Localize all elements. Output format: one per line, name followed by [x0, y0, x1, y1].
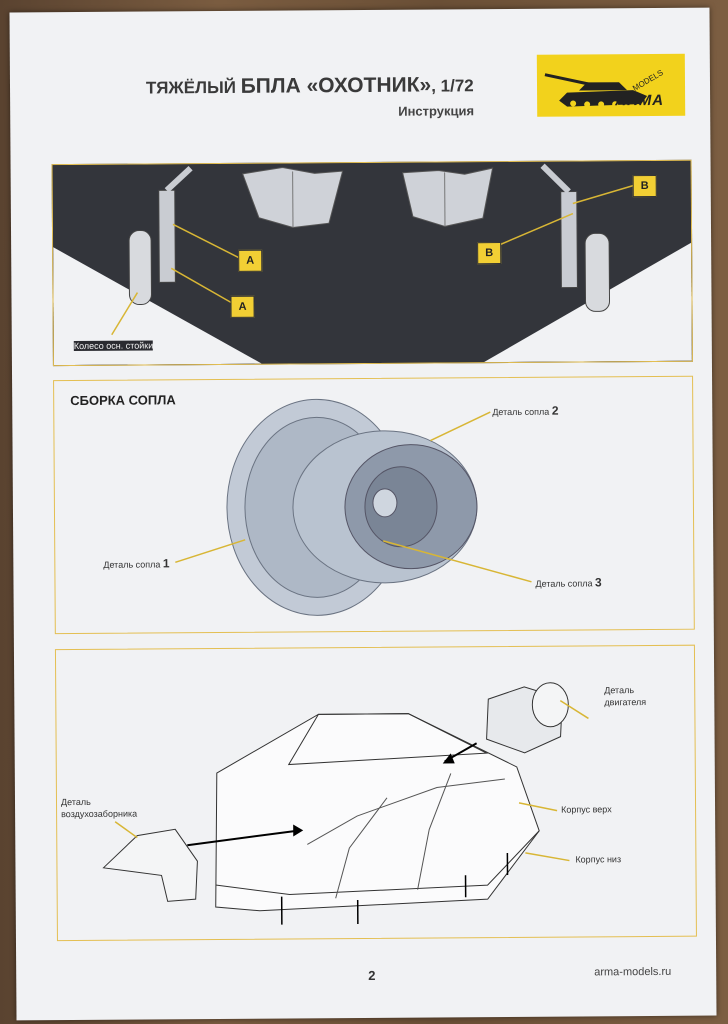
- lower-body-label: Корпус низ: [575, 854, 622, 865]
- logo-brand-text: ARMA: [615, 91, 665, 110]
- wheel-label: Колесо осн. стойки: [73, 340, 154, 352]
- page-number: 2: [368, 967, 376, 983]
- tank-icon: [544, 73, 648, 108]
- nozzle-assembly-panel: СБОРКА СОПЛА Деталь сопла 1 Деталь сопла…: [53, 375, 695, 635]
- page-title: ТЯЖЁЛЫЙ БПЛА «ОХОТНИК», 1/72: [146, 73, 474, 99]
- nozzle-part-3-text: Деталь сопла: [535, 578, 593, 589]
- arma-logo: MODELS ARMA: [536, 53, 686, 117]
- engine-label-line-1: Деталь: [604, 685, 635, 696]
- fuselage-illustration: [102, 682, 589, 925]
- nozzle-part-3-label: Деталь сопла 3: [535, 575, 601, 589]
- nozzle-part-3-number: 3: [594, 575, 602, 590]
- title-model: БПЛА «ОХОТНИК»: [240, 73, 432, 98]
- callout-tag-b-lower: B: [477, 242, 502, 265]
- landing-gear-illustration: [52, 160, 692, 366]
- website-url: arma-models.ru: [594, 965, 672, 979]
- nozzle-part-1-text: Деталь сопла: [103, 559, 161, 570]
- page-subtitle: Инструкция: [398, 103, 475, 119]
- nozzle-part-2-number: 2: [551, 403, 559, 418]
- nozzle-part-1-label: Деталь сопла 1: [103, 556, 169, 570]
- fuselage-assembly-panel: Деталь двигателя Деталь воздухозаборника…: [54, 644, 697, 942]
- callout-tag-a-lower: A: [230, 295, 255, 318]
- engine-label-line-2: двигателя: [604, 697, 647, 708]
- nozzle-part-1-number: 1: [162, 556, 170, 571]
- intake-label-line-1: Деталь: [60, 796, 91, 808]
- instruction-sheet: ТЯЖЁЛЫЙ БПЛА «ОХОТНИК», 1/72 Инструкция …: [9, 7, 717, 1021]
- callout-tag-a-upper: A: [238, 249, 263, 272]
- engine-part-label: Деталь двигателя: [604, 684, 646, 708]
- intake-part-label: Деталь воздухозаборника: [61, 796, 137, 821]
- title-prefix: ТЯЖЁЛЫЙ: [145, 77, 236, 98]
- nozzle-part-2-text: Деталь сопла: [492, 406, 550, 418]
- title-scale: , 1/72: [431, 76, 474, 96]
- upper-body-label: Корпус верх: [561, 804, 612, 815]
- nozzle-section-title: СБОРКА СОПЛА: [70, 392, 176, 409]
- intake-label-line-2: воздухозаборника: [61, 808, 138, 820]
- nozzle-part-2-label: Деталь сопла 2: [492, 404, 558, 418]
- nozzle-illustration: [175, 398, 532, 616]
- landing-gear-panel: A A B B Колесо осн. стойки: [51, 159, 693, 367]
- callout-tag-b-upper: B: [632, 174, 657, 198]
